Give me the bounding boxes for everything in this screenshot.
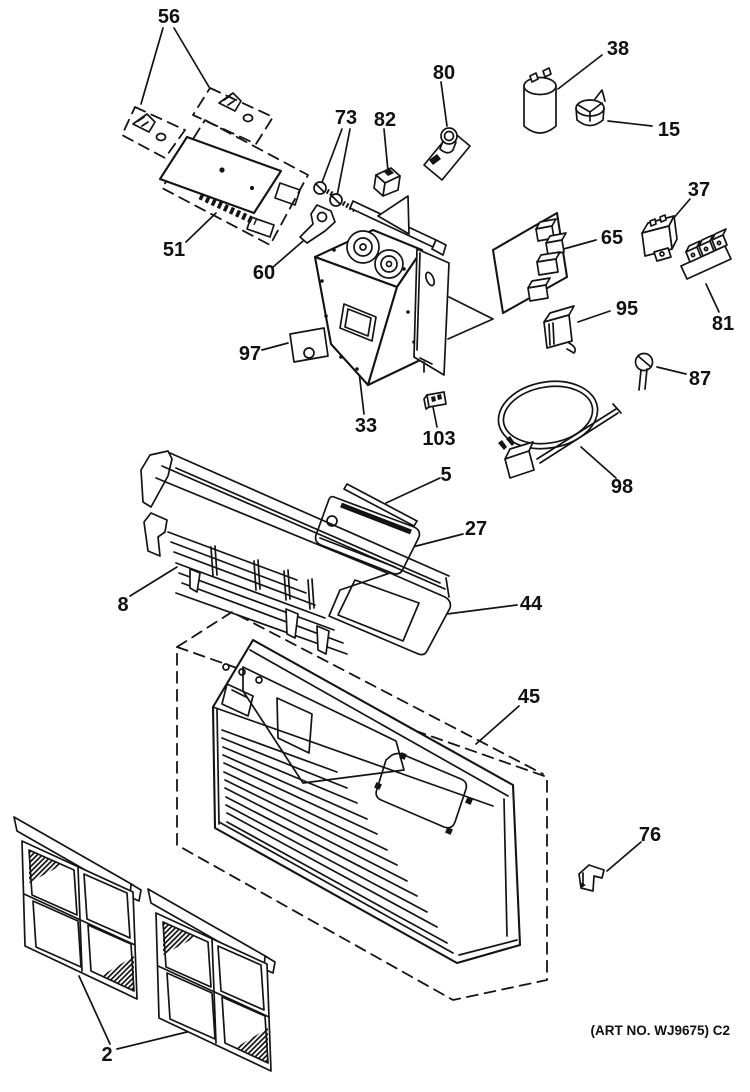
callout-97-label: 97 (239, 343, 261, 365)
callout-5-label: 5 (440, 464, 451, 486)
callout-82-label: 82 (374, 109, 396, 131)
part-80-sensor (423, 127, 471, 181)
callout-80-label: 80 (433, 62, 455, 84)
part-97-plate (289, 327, 329, 363)
callout-103-label: 103 (422, 428, 455, 450)
callout-81-label: 81 (712, 313, 734, 335)
callout-87-label: 87 (689, 368, 711, 390)
part-95-transformer (543, 305, 577, 354)
part-38-capacitor (523, 67, 557, 134)
part-45-cabinet (176, 611, 548, 1001)
callout-56-label: 56 (158, 6, 180, 28)
callout-15-label: 15 (658, 119, 680, 141)
part-65-circuit-board (491, 211, 569, 315)
callout-65-label: 65 (601, 227, 623, 249)
part-37-relay (641, 214, 678, 262)
callout-73-label: 73 (335, 107, 357, 129)
callout-44-label: 44 (520, 593, 543, 615)
part-2-air-filters (13, 816, 276, 1072)
callout-33-label: 33 (355, 415, 377, 437)
callout-labels: 56 38 80 73 82 15 37 65 51 60 95 81 97 8… (101, 6, 734, 1066)
callout-95-label: 95 (616, 298, 638, 320)
part-44-front-frame (140, 450, 452, 656)
part-87-thermistor (634, 352, 654, 391)
callout-2-label: 2 (101, 1044, 112, 1066)
part-60-lever (299, 204, 336, 244)
callout-51-label: 51 (163, 239, 185, 261)
air-filter-left (13, 816, 142, 1000)
part-51-control-panel (158, 119, 309, 246)
callout-45-label: 45 (518, 686, 540, 708)
cabinet-louvers (221, 729, 448, 944)
part-82-switch (373, 167, 401, 197)
leader-lines (78, 27, 720, 1050)
part-73-screws (313, 181, 357, 213)
cabinet-dashed-outline (176, 611, 548, 1001)
callout-37-label: 37 (688, 179, 710, 201)
part-98-power-cord (497, 380, 622, 479)
air-filter-right (147, 888, 276, 1072)
callout-76-label: 76 (639, 824, 661, 846)
part-56-knob-kits (121, 87, 274, 159)
callout-8-label: 8 (117, 594, 128, 616)
part-76-clip (578, 864, 605, 892)
part-81-terminal-block (680, 228, 732, 280)
callout-98-label: 98 (611, 476, 633, 498)
callout-60-label: 60 (253, 262, 275, 284)
cabinet-screws (374, 752, 473, 835)
callout-38-label: 38 (607, 38, 629, 60)
art-number: (ART NO. WJ9675) C2 (590, 1023, 730, 1038)
part-5-rod (343, 483, 418, 527)
callout-27-label: 27 (465, 518, 487, 540)
part-8-louver-grille (143, 512, 348, 655)
part-33-control-box (313, 195, 494, 387)
part-103-clip (423, 391, 447, 410)
part-15-mount-cup (575, 89, 606, 127)
